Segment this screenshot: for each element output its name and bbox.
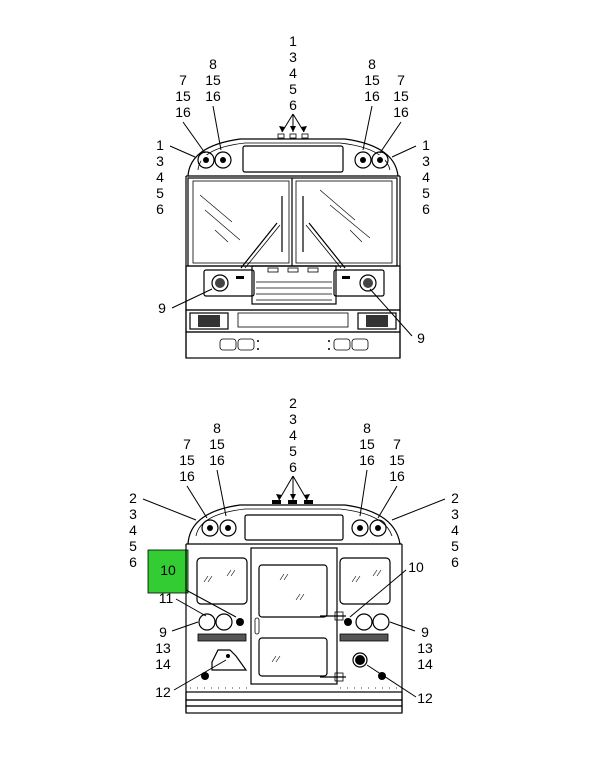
callout: 15 xyxy=(359,436,375,452)
callout: 6 xyxy=(129,554,137,570)
callout: 7 xyxy=(397,72,405,88)
callout-highlighted[interactable]: 10 xyxy=(160,562,176,578)
rear-left-side-callouts: 2 3 4 5 6 xyxy=(129,490,137,570)
callout: 3 xyxy=(129,506,137,522)
callout: 16 xyxy=(393,104,409,120)
callout: 4 xyxy=(156,169,164,185)
callout: 15 xyxy=(389,452,405,468)
callout: 15 xyxy=(393,88,409,104)
callout: 3 xyxy=(156,153,164,169)
callout: 5 xyxy=(129,538,137,554)
callout: 4 xyxy=(129,522,137,538)
callout: 14 xyxy=(417,656,433,672)
callout: 15 xyxy=(205,72,221,88)
callout: 2 xyxy=(129,490,137,506)
callout: 10 xyxy=(408,559,424,575)
callout: 15 xyxy=(364,72,380,88)
callout: 16 xyxy=(389,468,405,484)
callout: 16 xyxy=(175,104,191,120)
front-right-top-callouts: 8 15 16 7 15 16 xyxy=(364,56,409,120)
callout: 3 xyxy=(451,506,459,522)
front-left-top-callouts: 7 15 16 8 15 16 xyxy=(175,56,221,120)
callout: 12 xyxy=(155,684,171,700)
front-left-side-callouts: 1 3 4 5 6 xyxy=(156,137,164,217)
rear-roof-callouts: 2 3 4 5 6 xyxy=(289,395,297,475)
callout: 15 xyxy=(175,88,191,104)
rear-right-top-callouts: 8 15 16 7 15 16 xyxy=(359,420,405,484)
callout: 15 xyxy=(209,436,225,452)
callout: 4 xyxy=(289,65,297,81)
callout: 6 xyxy=(451,554,459,570)
callout: 1 xyxy=(289,33,297,49)
callout: 5 xyxy=(289,81,297,97)
callout: 3 xyxy=(289,411,297,427)
callout: 16 xyxy=(209,452,225,468)
callout: 14 xyxy=(155,656,171,672)
callout: 12 xyxy=(417,690,433,706)
callout: 4 xyxy=(422,169,430,185)
callout: 9 xyxy=(421,624,429,640)
callout: 3 xyxy=(422,153,430,169)
highlighted-callout-box[interactable] xyxy=(147,549,189,594)
callout: 15 xyxy=(179,452,195,468)
callout: 3 xyxy=(289,49,297,65)
callout: 6 xyxy=(289,97,297,113)
callout: 11 xyxy=(159,590,174,606)
callout: 7 xyxy=(183,436,191,452)
callout: 8 xyxy=(363,420,371,436)
callout: 9 xyxy=(159,624,167,640)
callout: 5 xyxy=(451,538,459,554)
front-roof-callouts: 1 3 4 5 6 xyxy=(289,33,297,113)
callout: 1 xyxy=(422,137,430,153)
rear-view: 2 3 4 5 6 7 15 16 8 15 16 8 15 16 7 15 1… xyxy=(129,395,459,714)
callout: 8 xyxy=(368,56,376,72)
callout: 4 xyxy=(289,427,297,443)
callout: 7 xyxy=(393,436,401,452)
rear-right-side-callouts: 2 3 4 5 6 xyxy=(451,490,459,570)
callout: 5 xyxy=(289,443,297,459)
callout: 16 xyxy=(364,88,380,104)
callout: 8 xyxy=(209,56,217,72)
callout: 13 xyxy=(155,640,171,656)
callout: 16 xyxy=(359,452,375,468)
callout: 1 xyxy=(156,137,164,153)
callout: 13 xyxy=(417,640,433,656)
rear-bus-body xyxy=(185,500,403,714)
callout: 2 xyxy=(451,490,459,506)
callout-headlamp-right: 9 xyxy=(417,330,425,346)
callout: 6 xyxy=(289,459,297,475)
front-right-side-callouts: 1 3 4 5 6 xyxy=(422,137,430,217)
front-bus-body xyxy=(185,133,401,359)
callout: 8 xyxy=(213,420,221,436)
callout: 16 xyxy=(179,468,195,484)
callout: 16 xyxy=(205,88,221,104)
callout: 4 xyxy=(451,522,459,538)
front-view: 1 3 4 5 6 7 15 16 8 15 16 8 15 16 7 15 1… xyxy=(156,33,430,359)
callout: 6 xyxy=(156,201,164,217)
callout: 7 xyxy=(179,72,187,88)
callout: 2 xyxy=(289,395,297,411)
callout: 5 xyxy=(422,185,430,201)
callout-headlamp-left: 9 xyxy=(158,300,166,316)
front-leader-lines xyxy=(169,105,417,337)
callout: 6 xyxy=(422,201,430,217)
callout: 5 xyxy=(156,185,164,201)
rear-left-top-callouts: 7 15 16 8 15 16 xyxy=(179,420,225,484)
